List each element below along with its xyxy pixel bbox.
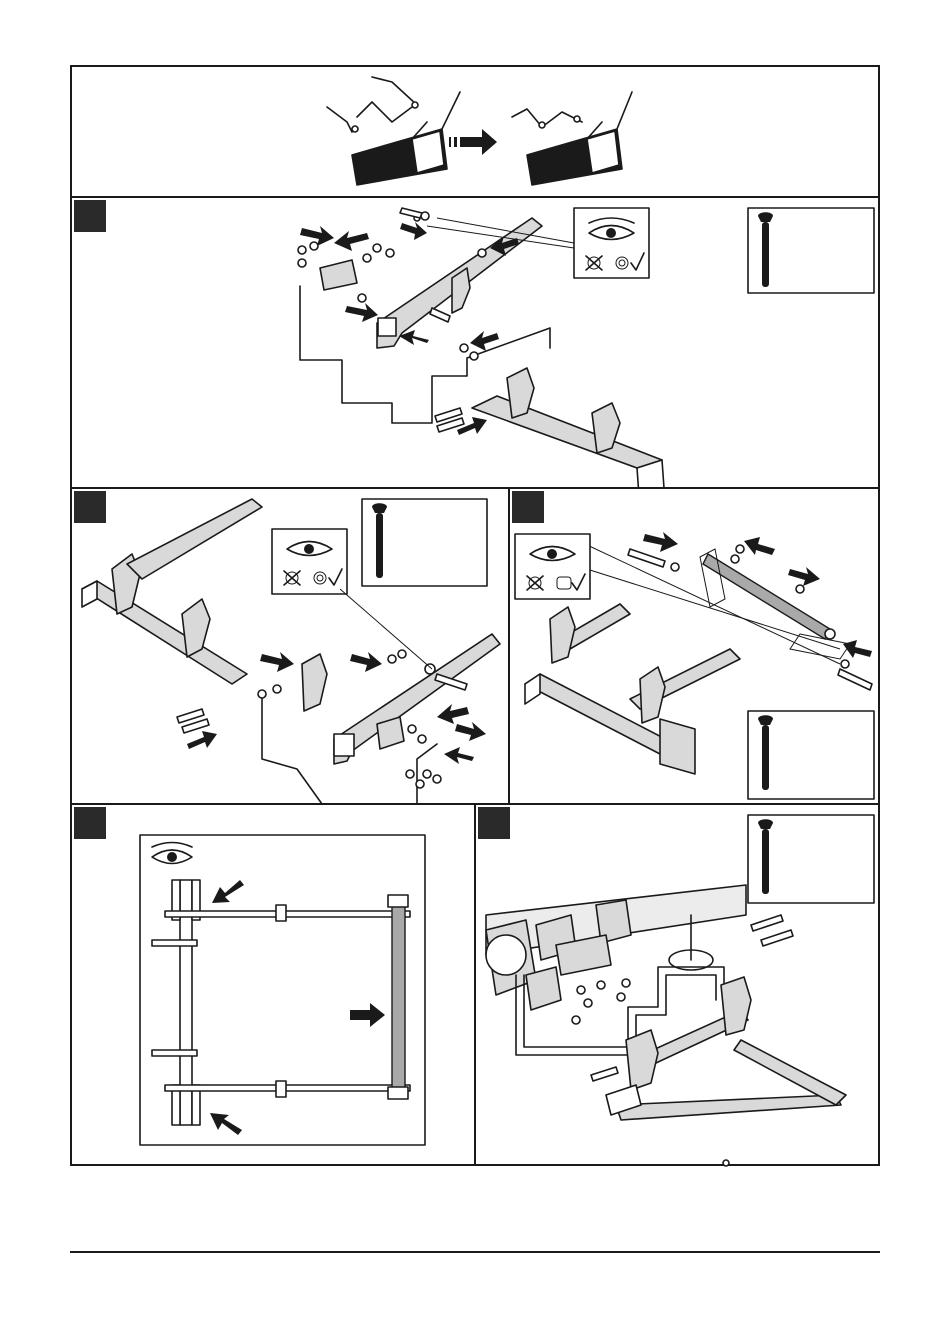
eye-inspection-box — [272, 529, 347, 594]
wrench-tool-box — [748, 208, 874, 293]
overview-illustration — [72, 67, 882, 200]
step-4-illustration — [72, 805, 478, 1168]
step-1-illustration — [72, 198, 882, 491]
wrench-tool-box — [748, 815, 874, 903]
step-2-panel — [70, 487, 510, 805]
footer-rule — [70, 1251, 880, 1253]
eye-inspection-box — [574, 208, 649, 278]
wrench-tool-box — [362, 499, 487, 586]
step-4-panel — [70, 803, 476, 1166]
step-1-panel — [70, 196, 880, 489]
detail-inspection-box — [140, 835, 425, 1145]
step-5-panel — [474, 803, 880, 1166]
bucket-after — [512, 92, 632, 185]
overview-panel — [70, 65, 880, 198]
wrench-tool-box — [748, 711, 874, 799]
step-3-illustration — [510, 489, 882, 807]
arrow-icon — [449, 129, 497, 155]
step-5-illustration — [476, 805, 882, 1168]
step-2-illustration — [72, 489, 512, 807]
eye-inspection-box — [515, 534, 590, 599]
step-3-panel — [508, 487, 880, 805]
bucket-before — [327, 77, 460, 185]
